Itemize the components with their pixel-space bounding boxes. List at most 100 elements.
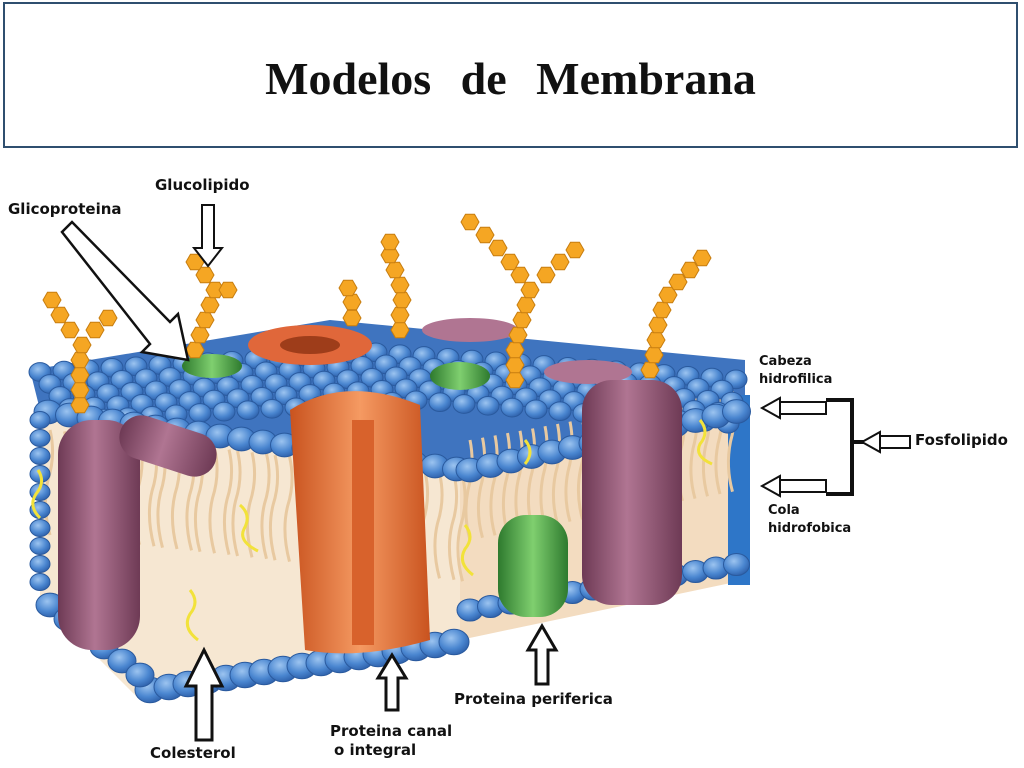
phospholipid-tail — [501, 432, 512, 534]
sugar-unit — [644, 346, 664, 364]
sugar-unit — [392, 291, 412, 309]
sugar-unit — [98, 309, 118, 327]
sugar-unit — [505, 341, 525, 359]
sugar-unit — [648, 316, 668, 334]
sugar-unit — [50, 306, 70, 324]
phospholipid-head — [29, 519, 51, 537]
phospholipid-head — [29, 429, 51, 447]
sugar-unit — [390, 321, 410, 339]
label-colesterol: Colesterol — [150, 744, 236, 762]
phospholipid-tail — [222, 449, 234, 555]
phospholipid-head — [188, 403, 212, 423]
phospholipid-head — [236, 400, 260, 421]
phospholipid-tail — [260, 453, 271, 560]
sugar-unit — [190, 326, 210, 344]
phospholipid-head — [212, 401, 236, 422]
phospholipid-tail — [283, 456, 294, 562]
phospholipid-head — [500, 397, 524, 418]
phospholipid-head — [428, 392, 452, 413]
phospholipid-tail — [231, 450, 242, 557]
sugar-unit — [85, 321, 105, 339]
phospholipid-head — [438, 628, 470, 656]
sugar-unit — [338, 279, 358, 297]
sugar-chains — [42, 213, 712, 414]
sugar-unit — [505, 356, 525, 374]
label-cola: Cola — [768, 503, 800, 518]
sugar-unit — [668, 273, 688, 291]
phospholipid-head — [29, 411, 51, 429]
cholesterol-molecules — [31, 419, 713, 642]
integral-protein-right — [422, 318, 682, 605]
phospholipid-tail — [551, 423, 562, 525]
phospholipid-head — [452, 394, 476, 414]
phospholipid-tail — [208, 447, 219, 554]
sugar-unit — [72, 336, 92, 354]
sugar-unit — [488, 239, 508, 257]
canal-arrow — [375, 652, 409, 712]
integral-protein-left — [58, 415, 217, 650]
sugar-unit — [536, 266, 556, 284]
membrane-diagram — [28, 204, 911, 742]
phospholipid-head — [29, 447, 51, 465]
sugar-unit — [680, 261, 700, 279]
sugar-unit — [380, 233, 400, 251]
glucolipido-arrow — [191, 204, 225, 268]
label-glucolipido: Glucolipido — [155, 176, 250, 194]
sugar-unit — [510, 266, 530, 284]
label-cabeza: Cabeza — [759, 354, 812, 369]
phospholipid-tail — [526, 428, 537, 529]
page-title: Modelos de Membrana — [265, 53, 756, 104]
phospholipid-tail — [514, 430, 524, 532]
title-box: Modelos de Membrana — [3, 2, 1018, 148]
sugar-unit — [195, 311, 215, 329]
sugar-unit — [640, 361, 660, 379]
sugar-unit — [505, 371, 525, 389]
sugar-unit — [342, 293, 362, 311]
phospholipid-tail — [433, 473, 444, 579]
sugar-unit — [652, 301, 672, 319]
periferica-arrow — [525, 623, 559, 686]
sugar-unit — [646, 331, 666, 349]
sugar-unit — [70, 366, 90, 384]
sugar-unit — [42, 291, 62, 309]
sugar-unit — [508, 326, 528, 344]
phospholipid-tail — [447, 474, 459, 581]
colesterol-arrow — [183, 646, 225, 742]
sugar-unit — [195, 266, 215, 284]
phospholipid-head — [29, 573, 51, 591]
phospholipid-tail — [489, 435, 499, 536]
sugar-unit — [205, 281, 225, 299]
phospholipid-head — [476, 395, 500, 416]
sugar-unit — [390, 306, 410, 324]
sugar-unit — [550, 253, 570, 271]
sugar-unit — [475, 226, 495, 244]
sugar-unit — [385, 261, 405, 279]
label-proteina-periferica: Proteina periferica — [454, 690, 613, 708]
phospholipid-tail — [268, 454, 280, 561]
glicoproteina-arrow — [60, 220, 190, 362]
sugar-unit — [520, 281, 540, 299]
sugar-unit — [516, 296, 536, 314]
peripheral-proteins — [182, 354, 568, 617]
phospholipid-head — [29, 537, 51, 555]
sugar-unit — [200, 296, 220, 314]
phospholipid-tail — [43, 429, 55, 536]
phospholipid-tail — [476, 437, 487, 539]
channel-protein — [248, 325, 430, 654]
phospholipid-head — [125, 662, 155, 688]
phospholipid-tail — [456, 475, 467, 582]
phospholipid-tail — [245, 452, 257, 558]
sugar-unit — [342, 309, 362, 327]
phospholipid-head — [723, 552, 750, 577]
phospholipid-heads — [28, 342, 751, 704]
label-proteina-canal-1: Proteina canal — [330, 722, 453, 740]
label-fosfolipido: Fosfolipido — [915, 431, 1008, 449]
label-glicoproteina: Glicoproteina — [8, 200, 122, 218]
sugar-unit — [70, 351, 90, 369]
phospholipid-head — [29, 555, 51, 573]
sugar-unit — [60, 321, 80, 339]
phospholipid-head — [260, 398, 284, 419]
sugar-unit — [70, 396, 90, 414]
sugar-unit — [692, 249, 712, 267]
membrane-side-strip — [728, 395, 750, 585]
